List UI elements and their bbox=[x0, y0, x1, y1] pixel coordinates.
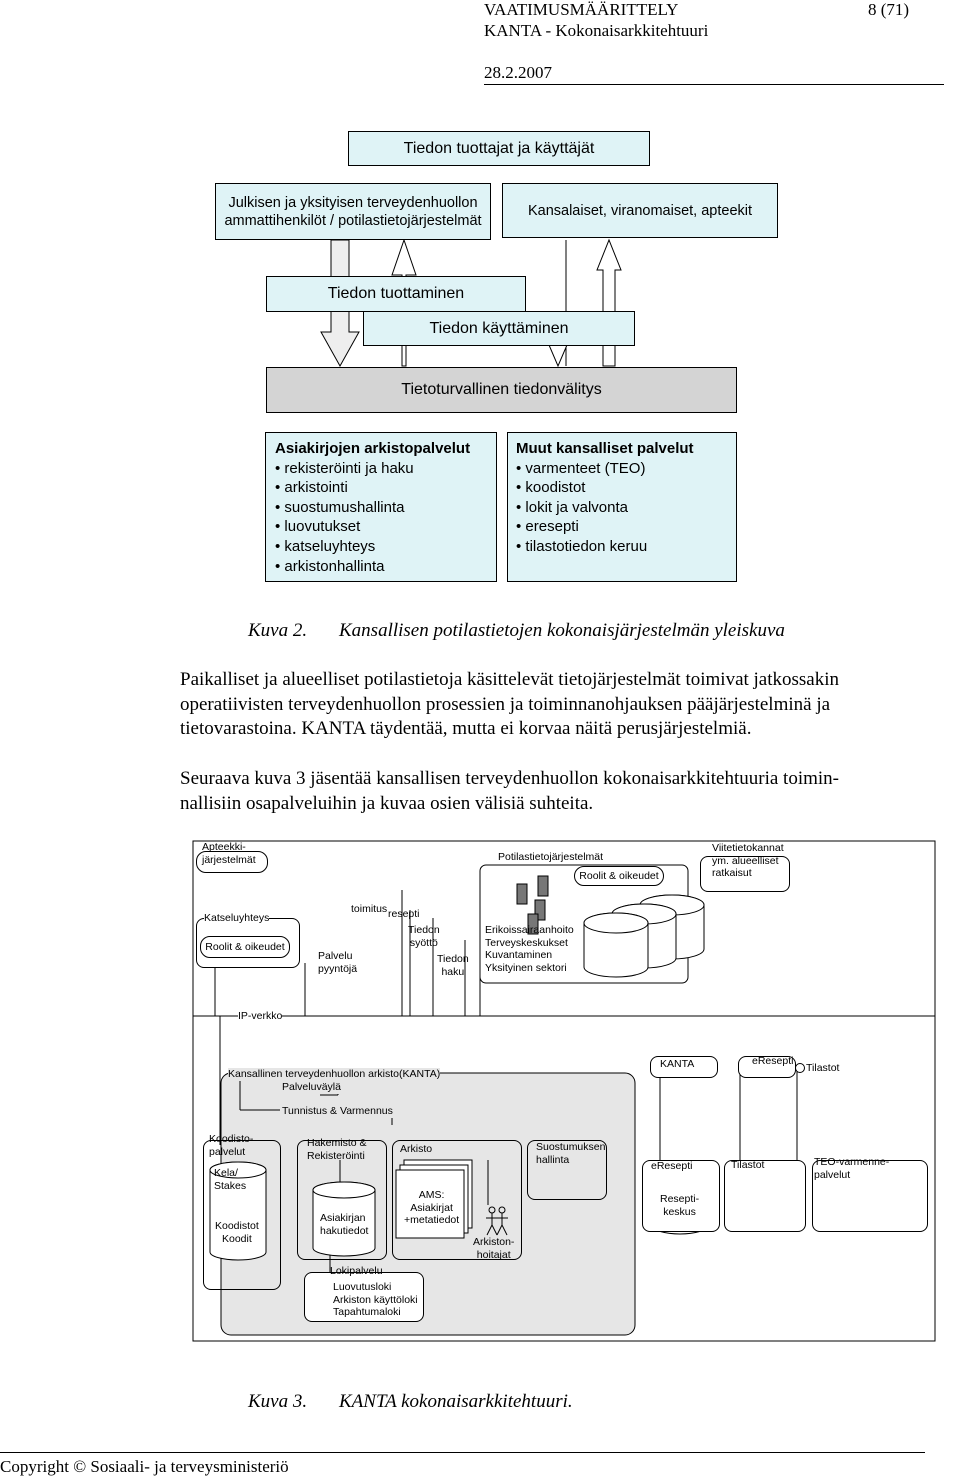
statistics-box bbox=[724, 1160, 806, 1232]
archive-services-box: Asiakirjojen arkistopalvelut • rekisterö… bbox=[265, 432, 497, 582]
ams-label: AMS:Asiakirjat+metatiedot bbox=[404, 1189, 460, 1226]
teo-label: TEO-varmenne-palvelut bbox=[814, 1156, 890, 1181]
kela-stakes-label: Kela/Stakes bbox=[214, 1167, 247, 1192]
archive-item: • rekisteröinti ja haku bbox=[275, 459, 414, 477]
professionals-box: Julkisen ja yksityisen terveydenhuollon … bbox=[215, 183, 491, 240]
figure-3-caption-text: KANTA kokonaisarkkitehtuuri. bbox=[339, 1391, 573, 1412]
pharmacy-systems-label-overlay: Apteekki-järjestelmät bbox=[202, 841, 256, 866]
log-service-box bbox=[304, 1272, 424, 1322]
patient-systems-label: Potilastietojärjestelmät bbox=[496, 851, 606, 864]
footer-rule bbox=[0, 1452, 925, 1453]
paragraph-2: Seuraava kuva 3 jäsentää kansallisen ter… bbox=[180, 768, 839, 814]
statistics-top-label: Tilastot bbox=[806, 1062, 840, 1074]
other-item: • tilastotiedon keruu bbox=[516, 537, 648, 555]
other-item: • varmenteet (TEO) bbox=[516, 459, 646, 477]
kanta-archive-label: Kansallinen terveydenhuollon arkisto(KAN… bbox=[228, 1068, 441, 1081]
producers-users-box: Tiedon tuottajat ja käyttäjät bbox=[348, 131, 650, 166]
figure-3-caption-label: Kuva 3. bbox=[248, 1391, 308, 1412]
eprescription-box bbox=[642, 1160, 720, 1232]
service-bus-label: Palveluväylä bbox=[282, 1081, 341, 1094]
archive-item: • suostumushallinta bbox=[275, 498, 405, 516]
paragraph-1: Paikalliset ja alueelliset potilastietoj… bbox=[180, 669, 840, 739]
professionals-line2: ammattihenkilöt / potilastietojärjestelm… bbox=[224, 212, 482, 229]
eprescription-top-label: eResepti bbox=[752, 1055, 794, 1067]
viewing-connection-label: Katseluyhteys bbox=[204, 912, 270, 925]
secure-transfer-box: Tietoturvallinen tiedonvälitys bbox=[266, 367, 737, 413]
directory-box bbox=[297, 1140, 387, 1260]
kanta-box bbox=[650, 1056, 718, 1078]
figure-2-caption-label: Kuva 2. bbox=[248, 620, 308, 641]
code-services-box bbox=[203, 1140, 281, 1290]
professionals-line1: Julkisen ja yksityisen terveydenhuollon bbox=[228, 194, 478, 211]
code-services-label: Koodisto-palvelut bbox=[209, 1133, 254, 1158]
ip-network-label: IP-verkko bbox=[238, 1010, 283, 1023]
pharmacy-systems-pill bbox=[196, 851, 268, 873]
reference-db-box bbox=[700, 856, 790, 892]
other-services-title: Muut kansalliset palvelut bbox=[516, 440, 694, 457]
other-item: • eresepti bbox=[516, 518, 579, 536]
prescription-label: resepti bbox=[388, 908, 420, 920]
roles-rights-pill-1: Roolit & oikeudet bbox=[574, 866, 664, 886]
statistics-label: Tilastot bbox=[731, 1159, 765, 1171]
consent-box bbox=[527, 1140, 607, 1200]
page-number: 8 (71) bbox=[868, 0, 910, 19]
eprescription-label: eResepti bbox=[651, 1160, 693, 1172]
prescription-centre-label: Resepti-keskus bbox=[660, 1193, 700, 1218]
authentication-label: Tunnistus & Varmennus bbox=[282, 1105, 393, 1118]
citizens-box: Kansalaiset, viranomaiset, apteekit bbox=[502, 183, 778, 238]
production-box: Tiedon tuottaminen bbox=[266, 276, 526, 312]
header-rule bbox=[484, 84, 944, 85]
archive-services-title: Asiakirjojen arkistopalvelut bbox=[275, 440, 471, 457]
other-item: • koodistot bbox=[516, 479, 586, 497]
figure-2-caption-text: Kansallisen potilastietojen kokonaisjärj… bbox=[339, 620, 785, 641]
other-services-box: Muut kansalliset palvelut • varmenteet (… bbox=[507, 432, 737, 582]
teo-box bbox=[812, 1160, 928, 1232]
archive-item: • arkistointi bbox=[275, 479, 348, 497]
delivery-label: toimitus bbox=[351, 903, 388, 915]
doc-type: VAATIMUSMÄÄRITTELY bbox=[484, 0, 679, 19]
kanta-label: KANTA bbox=[660, 1058, 695, 1070]
archive-label: Arkisto bbox=[400, 1143, 433, 1155]
archive-box bbox=[392, 1140, 522, 1260]
copyright: Copyright © Sosiaali- ja terveysminister… bbox=[0, 1457, 289, 1476]
roles-rights-pill-2: Roolit & oikeudet bbox=[200, 936, 290, 958]
usage-box: Tiedon käyttäminen bbox=[363, 311, 635, 346]
doc-date: 28.2.2007 bbox=[484, 63, 552, 82]
archive-item: • luovutukset bbox=[275, 518, 361, 536]
marker-circle bbox=[795, 1063, 805, 1073]
archive-item: • katseluyhteys bbox=[275, 537, 376, 555]
archivists-label: Arkiston-hoitajat bbox=[473, 1236, 515, 1261]
archive-item: • arkistonhallinta bbox=[275, 557, 385, 575]
other-item: • lokit ja valvonta bbox=[516, 498, 628, 516]
doc-title: KANTA - Kokonaisarkkitehtuuri bbox=[484, 21, 709, 40]
directory-label: Hakemisto &Rekisteröinti bbox=[307, 1137, 367, 1162]
log-service-label: Lokipalvelu bbox=[330, 1265, 383, 1277]
